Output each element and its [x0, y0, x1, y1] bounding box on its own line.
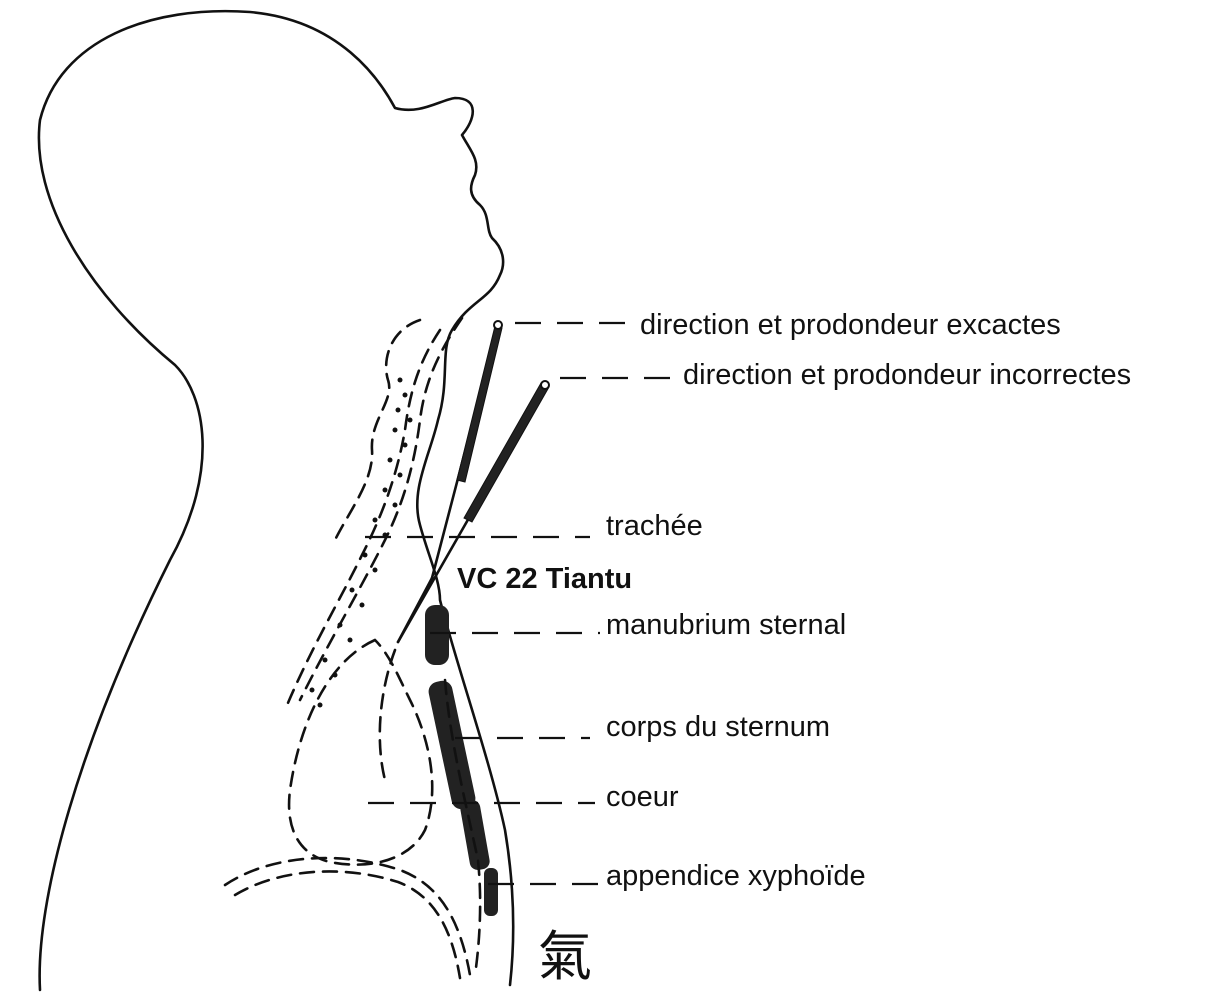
sternum-lower-bone [460, 800, 490, 870]
sternum-outline [443, 678, 482, 977]
diaphragm-2 [233, 870, 462, 980]
label-xiphoid: appendice xyphoïde [606, 860, 866, 892]
neck-contour-3 [333, 318, 422, 542]
label-manubrium: manubrium sternal [606, 609, 847, 641]
neck-contour-2 [283, 328, 442, 712]
sternum [425, 605, 498, 916]
label-heart: coeur [606, 781, 679, 813]
manubrium-bone [425, 605, 449, 665]
label-trachea: trachée [606, 510, 703, 542]
label-sternum-body: corps du sternum [606, 711, 831, 743]
heart-outline [287, 638, 434, 866]
body-outline [37, 9, 515, 992]
neck-dots [309, 377, 413, 708]
xiphoid-bone [484, 868, 498, 916]
needle-shaft-continue [396, 576, 434, 644]
qi-seal: 氣 [538, 925, 592, 988]
label-needle-incorrect: direction et prodondeur incorrectes [683, 359, 1132, 391]
label-vc22-point: VC 22 Tiantu [457, 563, 633, 595]
heart-inner [378, 648, 397, 782]
sternum-body-bone [428, 680, 476, 810]
needle-handle-incorrect [463, 380, 550, 523]
needle-handle-correct [456, 320, 503, 483]
diaphragm-1 [223, 856, 472, 977]
label-needle-correct: direction et prodondeur excactes [640, 309, 1061, 341]
